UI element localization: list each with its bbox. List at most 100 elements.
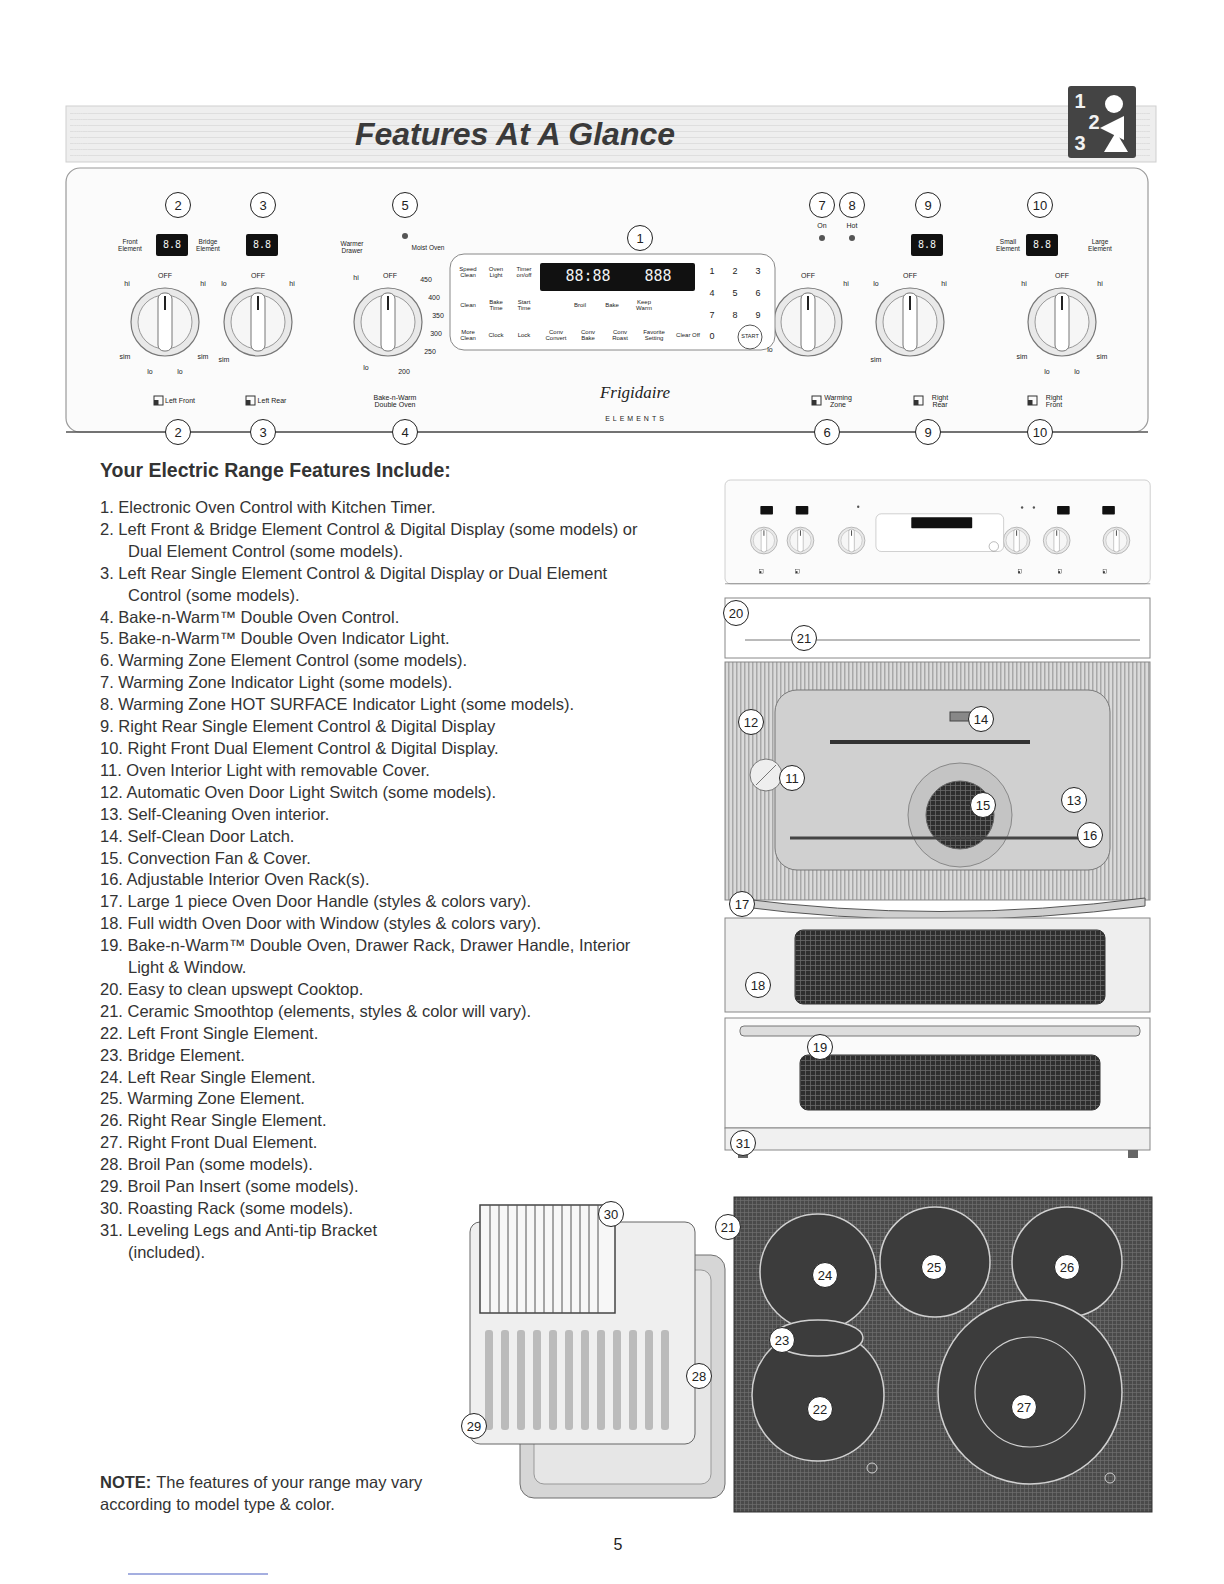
cooktop-edge: [725, 598, 1150, 658]
control-name: Left Front: [164, 397, 196, 404]
panel-text: sim: [871, 356, 882, 363]
feature-item: 20. Easy to clean upswept Cooktop.: [100, 979, 640, 1001]
feature-item: 29. Broil Pan Insert (some models).: [100, 1176, 640, 1198]
feature-item: 4. Bake-n-Warm™ Double Oven Control.: [100, 607, 640, 629]
knob-grip: [381, 293, 395, 351]
knob-grip: [801, 293, 815, 351]
knob: [774, 288, 842, 356]
callout-text: 27: [1017, 1401, 1031, 1414]
callout-text: 17: [735, 898, 749, 911]
keypad-digit: 2: [732, 267, 737, 276]
callout-text: 9: [924, 426, 931, 439]
knob-grip: [251, 293, 265, 351]
insert-slot: [485, 1330, 493, 1430]
callout-text: 6: [823, 426, 830, 439]
callout-number: 8: [839, 192, 865, 218]
callout-number: 9: [915, 419, 941, 445]
knob-grip: [903, 293, 917, 351]
callout-text: 7: [818, 199, 825, 212]
element-icon: [1103, 570, 1107, 574]
callout-number: 16: [1077, 822, 1103, 848]
panel-text: lo: [363, 364, 368, 371]
broil-element: [830, 740, 1030, 744]
callout-text: 5: [401, 199, 408, 212]
rack-wire: [598, 1205, 599, 1313]
callout-number: 29: [461, 1413, 487, 1439]
callout-number: 2: [165, 419, 191, 445]
element-icon: [246, 396, 255, 405]
panel-text: 350: [432, 312, 444, 319]
insert-slot: [565, 1330, 573, 1430]
knob-grip: [849, 529, 855, 552]
panel-text: sim: [198, 353, 209, 360]
knob-pointer: [1016, 530, 1017, 536]
callout-number: 28: [686, 1363, 712, 1389]
feature-list: 1. Electronic Oven Control with Kitchen …: [100, 497, 640, 1264]
callout-text: 2: [174, 199, 181, 212]
rack-wire: [589, 1205, 590, 1313]
indicator-light: [849, 235, 855, 241]
key-label: Conv Bake: [574, 329, 602, 342]
keypad-digit: 3: [755, 267, 760, 276]
insert-slot: [581, 1330, 589, 1430]
knob-pointer: [800, 530, 801, 536]
callout-text: 30: [604, 1208, 618, 1221]
range-base: [725, 1128, 1150, 1150]
callout-text: 16: [1083, 829, 1097, 842]
roasting-rack: [480, 1205, 615, 1313]
panel-text: hi: [843, 280, 848, 287]
knob-pointer: [1116, 530, 1117, 536]
feature-item: 7. Warming Zone Indicator Light (some mo…: [100, 672, 640, 694]
knob-face: [1006, 530, 1027, 551]
light-cover-mark: [756, 765, 776, 785]
keypad-digit: 0: [709, 332, 714, 341]
panel-text: Warmer Drawer: [334, 241, 370, 255]
oven-display: [911, 517, 972, 528]
callout-number: 13: [1061, 787, 1087, 813]
panel-text: lo: [767, 346, 772, 353]
rack-wire: [553, 1205, 554, 1313]
element-icon: [1018, 570, 1022, 574]
knob: [787, 527, 814, 554]
callout-number: 17: [729, 891, 755, 917]
knob-pointer: [909, 296, 911, 310]
key-label: Oven Light: [483, 266, 509, 279]
oven-window: [775, 690, 1110, 870]
digital-display: [1026, 234, 1058, 256]
callout-text: 23: [775, 1334, 789, 1347]
door-lower: [725, 918, 1150, 1012]
cooktop-element: [938, 1300, 1122, 1484]
dual-element-inner: [975, 1337, 1085, 1447]
digital-display: [156, 234, 188, 256]
feature-item: 25. Warming Zone Element.: [100, 1088, 640, 1110]
keypad-digit: 4: [709, 289, 714, 298]
callout-number: 26: [1054, 1254, 1080, 1280]
callout-text: 22: [813, 1403, 827, 1416]
element-icon-mark: [914, 400, 919, 405]
element-icon-mark: [1103, 571, 1105, 573]
rack-wire: [580, 1205, 581, 1313]
icon-figure: [1100, 116, 1124, 140]
knob: [354, 288, 422, 356]
callout-number: 22: [807, 1396, 833, 1422]
digital-display: [1102, 506, 1115, 515]
knob: [1043, 527, 1070, 554]
key-label: Conv Convert: [542, 329, 570, 342]
display-digits: 8.8: [253, 240, 271, 251]
display-digits: 8.8: [918, 240, 936, 251]
element-icon: [1028, 396, 1037, 405]
knob-face: [790, 530, 811, 551]
panel-text: Small Element: [993, 239, 1023, 253]
fan-cover: [908, 763, 1012, 867]
icon-number: 2: [1088, 112, 1099, 133]
callout-number: 2: [165, 192, 191, 218]
element-icon-mark: [246, 400, 251, 405]
panel-text: 200: [398, 368, 410, 375]
hot-indicator: [867, 1463, 877, 1473]
knob-face: [841, 530, 862, 551]
icon-number: 1: [1074, 91, 1085, 112]
panel-text: Front Element: [115, 239, 145, 253]
element-icon-mark: [760, 571, 762, 573]
digital-display: [911, 234, 943, 256]
feature-item: 11. Oven Interior Light with removable C…: [100, 760, 640, 782]
